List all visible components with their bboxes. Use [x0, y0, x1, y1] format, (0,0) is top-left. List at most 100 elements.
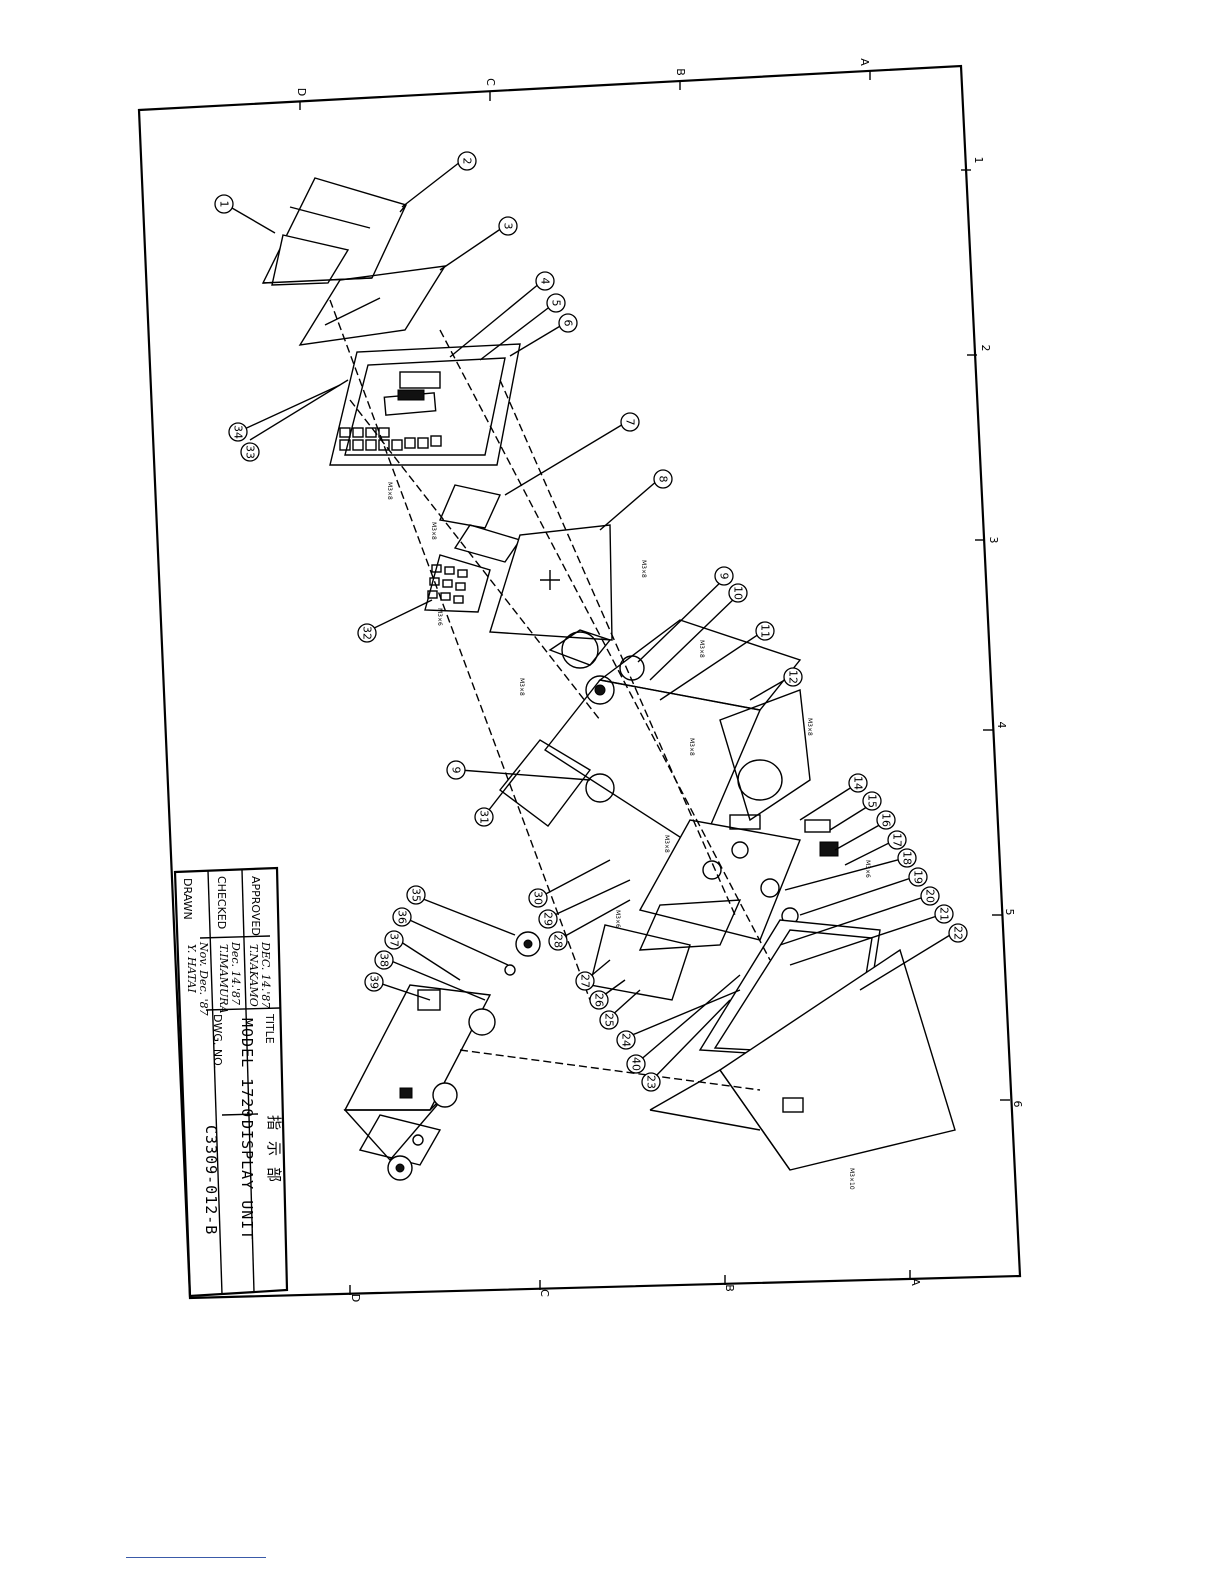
balloon: 36 [392, 907, 412, 927]
balloon: 7 [620, 412, 640, 432]
balloon-number: 17 [891, 833, 904, 847]
balloon: 28 [548, 931, 568, 951]
part-balloons: 1 2 3 4 5 6 7 8 9 10 11 12 14 15 16 17 1… [214, 151, 968, 1092]
balloon-number: 36 [396, 910, 409, 924]
hw-label: M3×8 [640, 560, 647, 578]
balloon: 18 [897, 848, 917, 868]
hw-label: M3×8 [806, 718, 813, 736]
balloon-number: 10 [732, 586, 745, 600]
balloon: 3 [498, 216, 518, 236]
title-japanese: 指 示 部 [265, 1115, 283, 1183]
footer-rule [126, 1557, 266, 1558]
balloon-number: 3 [502, 223, 515, 230]
leader-lines [231, 161, 956, 1081]
zone-ticks [299, 70, 1010, 1295]
balloon: 39 [364, 972, 384, 992]
hardware-labels: M3×8 M3×8 M3×6 M3×8 M3×8 M3×8 M3×8 M3×6 … [386, 482, 871, 1190]
zone-right-5: 5 [1003, 909, 1016, 916]
balloon: 22 [948, 923, 968, 943]
zone-top-d: D [295, 88, 308, 96]
balloon-number: 12 [787, 670, 800, 684]
checked-name: T.IMAMURA [217, 944, 230, 1014]
hw-label: M3×6 [864, 860, 871, 878]
hw-label: M3×8 [430, 522, 437, 540]
zone-bottom-d: D [349, 1294, 362, 1302]
zone-right-6: 6 [1011, 1101, 1024, 1108]
balloon-number: 18 [901, 851, 914, 865]
balloon: 31 [474, 807, 494, 827]
hw-label: M3×8 [518, 678, 525, 696]
balloon: 38 [374, 950, 394, 970]
balloon: 34 [228, 422, 248, 442]
balloon: 17 [887, 830, 907, 850]
balloon-number: 35 [410, 888, 423, 902]
drawing-number: C3309-012-B [202, 1125, 220, 1235]
balloon-number: 25 [603, 1013, 616, 1027]
balloon-number: 39 [368, 975, 381, 989]
hw-label: M3×8 [663, 835, 670, 853]
zone-right-4: 4 [995, 722, 1008, 729]
alignment-lines [329, 299, 771, 1091]
hw-label: M3×6 [436, 608, 443, 626]
balloon: 6 [558, 313, 578, 333]
balloon: 29 [538, 909, 558, 929]
drawn-date: Nov. Dec. '87 [197, 941, 210, 1016]
balloon-number: 5 [550, 300, 563, 307]
balloon-number: 26 [593, 993, 606, 1007]
checked-label: CHECKED [215, 876, 228, 929]
balloon: 26 [589, 990, 609, 1010]
part-cabinet [649, 919, 956, 1171]
zone-bottom-b: B [723, 1284, 736, 1292]
balloon-number: 33 [244, 445, 257, 459]
part-crt [489, 524, 613, 669]
balloon: 15 [862, 791, 882, 811]
unit-name: DISPLAY UNIT [238, 1120, 256, 1240]
balloon-number: 24 [620, 1033, 633, 1047]
balloon-number: 38 [378, 953, 391, 967]
approved-label: APPROVED [249, 876, 262, 936]
balloon: 9 [714, 566, 734, 586]
model-name: MODEL 1720 [238, 1018, 256, 1118]
balloon-number: 23 [645, 1075, 658, 1089]
zone-right-1: 1 [972, 157, 985, 164]
balloon: 2 [457, 151, 477, 171]
balloon: 8 [653, 469, 673, 489]
part-hood [261, 177, 407, 286]
balloon-number: 2 [461, 158, 474, 165]
balloon-number: 1 [218, 201, 231, 208]
balloon-number: 29 [542, 912, 555, 926]
approved-date: DEC. 14.'87 [259, 941, 272, 1008]
zone-labels-bottom: D C B A [349, 1278, 922, 1302]
balloon: 11 [755, 621, 775, 641]
balloon: 14 [848, 773, 868, 793]
balloon: 1 [214, 194, 234, 214]
hw-label: M3×8 [698, 640, 705, 658]
drawn-label: DRAWN [181, 878, 194, 920]
zone-right-2: 2 [979, 345, 992, 352]
balloon: 5 [546, 293, 566, 313]
balloon: 35 [406, 885, 426, 905]
title-block: APPROVED DEC. 14.'87 T.NAKAMO CHECKED De… [173, 866, 289, 1298]
checked-date: Dec. 14.'87 [229, 941, 242, 1005]
balloon-number: 20 [924, 889, 937, 903]
balloon-number: 37 [388, 933, 401, 947]
zone-bottom-c: C [538, 1289, 551, 1297]
balloon: 16 [876, 810, 896, 830]
balloon: 19 [908, 867, 928, 887]
balloon-number: 30 [532, 891, 545, 905]
zone-right-3: 3 [987, 537, 1000, 544]
zone-labels-right: 1 2 3 4 5 6 [972, 157, 1024, 1108]
balloon: 40 [626, 1054, 646, 1074]
balloon-number: 14 [852, 776, 865, 790]
balloon: 37 [384, 930, 404, 950]
balloon: 9 [446, 760, 466, 780]
balloon: 20 [920, 886, 940, 906]
title-label: TITLE [263, 1013, 276, 1044]
balloon: 21 [934, 904, 954, 924]
balloon-number: 16 [880, 813, 893, 827]
balloon-number: 22 [952, 926, 965, 940]
balloon: 12 [783, 667, 803, 687]
balloon: 24 [616, 1030, 636, 1050]
